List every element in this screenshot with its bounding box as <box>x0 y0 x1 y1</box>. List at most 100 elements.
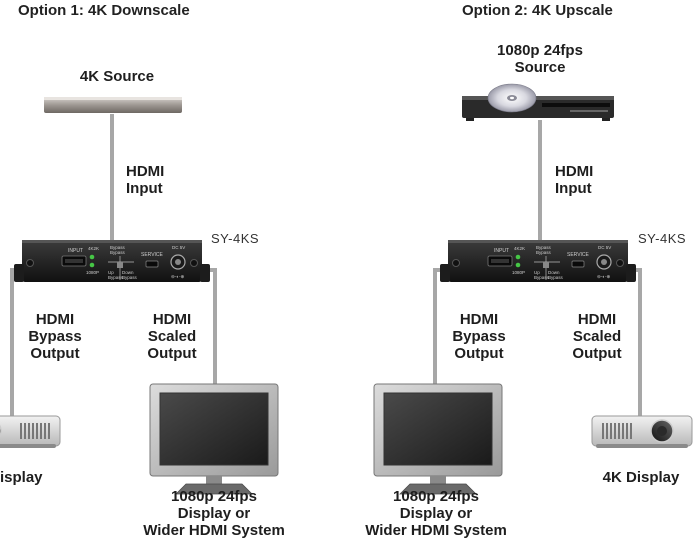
option2-source-label-line2: Source <box>514 59 566 76</box>
option1-bypass-line3: Output <box>30 345 80 362</box>
option2-bypass-line2: Bypass <box>452 328 506 345</box>
option1-scaled-display-line1: 1080p 24fps <box>171 488 257 505</box>
option1-bypass-label: HDMI Bypass Output <box>20 311 90 362</box>
switch-label-down: Down <box>122 270 134 275</box>
hdmi-port-pins <box>491 259 509 263</box>
projector-vent <box>36 423 38 439</box>
tv-neck <box>430 476 446 485</box>
option1-bypass-line1: HDMI <box>35 311 75 328</box>
option2-scaled-line1: HDMI <box>577 311 617 328</box>
projector-vent <box>48 423 50 439</box>
switch-label-down: Down <box>548 270 560 275</box>
option2-bypass-display-line2: Display or <box>399 505 473 522</box>
4k-source-device <box>44 97 182 113</box>
device-foot-left <box>14 264 24 282</box>
projector-base <box>0 444 56 448</box>
device-body <box>22 240 202 282</box>
option2-scaled-display-label: 4K Display <box>602 469 680 486</box>
option1-scaled-line3: Output <box>147 345 197 362</box>
projector-vent <box>610 423 612 439</box>
projector-vent <box>24 423 26 439</box>
switch-label-bypass: Bypass <box>110 245 126 250</box>
tv-display-1 <box>149 383 279 495</box>
option2-scaled-line2: Scaled <box>572 328 622 345</box>
led-label-4k2k: 4K2K <box>88 246 99 251</box>
option2-bypass-display-line3: Wider HDMI System <box>365 522 507 539</box>
option1-source-label: 4K Source <box>79 68 155 85</box>
dc-port-label: DC 5V <box>598 245 611 250</box>
device-top-edge <box>22 240 202 243</box>
option1-input-label-line2: Input <box>126 180 163 197</box>
device-foot-right <box>200 264 210 282</box>
projector-vent <box>622 423 624 439</box>
input-port-label: INPUT <box>68 248 83 254</box>
device-foot-left <box>440 264 450 282</box>
projector-shape <box>591 415 693 448</box>
projector-vent <box>40 423 42 439</box>
option1-scaled-label: HDMI Scaled Output <box>137 311 207 362</box>
switch-label-bypass2: Bypass <box>536 250 552 255</box>
option2-input-label-line1: HDMI <box>555 163 594 180</box>
projector-vent <box>614 423 616 439</box>
tv-screen <box>159 392 269 466</box>
led-4k2k-icon <box>89 254 95 260</box>
led-label-4k2k: 4K2K <box>514 246 525 251</box>
option2-scaled-label: HDMI Scaled Output <box>562 311 632 362</box>
option2-source-label-line1: 1080p 24fps <box>497 42 583 59</box>
service-port-label: SERVICE <box>141 252 164 258</box>
device-foot-right <box>626 264 636 282</box>
bluray-player-icon <box>462 83 614 121</box>
projector-vent <box>28 423 30 439</box>
projector-1 <box>0 415 61 448</box>
led-1080p-icon <box>515 262 521 268</box>
option2-bypass-display-line1: 1080p 24fps <box>393 488 479 505</box>
option1-title: Option 1: 4K Downscale <box>18 2 190 19</box>
projector-vent <box>626 423 628 439</box>
dc-polarity-icon: ⊖-◐-⊕ <box>171 274 184 279</box>
option2-bypass-line1: HDMI <box>459 311 499 328</box>
switch-label-up2: Bypass <box>108 275 124 280</box>
option1-scaled-display-label: 1080p 24fps Display or Wider HDMI System <box>124 488 304 539</box>
option1-bypass-display-label: isplay <box>0 469 43 486</box>
projector-2 <box>591 415 693 448</box>
option2-device-model: SY-4KS <box>638 231 687 246</box>
option1-device-model: SY-4KS <box>211 231 260 246</box>
option1-input-label-line1: HDMI <box>126 163 165 180</box>
switch-label-down2: Bypass <box>122 275 138 280</box>
option2-bypass-line3: Output <box>454 345 504 362</box>
screw-icon <box>190 259 198 267</box>
input-port-label: INPUT <box>494 248 509 254</box>
switch-label-down2: Bypass <box>548 275 564 280</box>
screw-icon <box>452 259 460 267</box>
screw-icon <box>26 259 34 267</box>
switch-label-up2: Bypass <box>534 275 550 280</box>
projector-vent <box>32 423 34 439</box>
toggle-switch-icon <box>543 262 549 268</box>
tv-neck <box>206 476 222 485</box>
dc-jack-pin <box>175 259 181 265</box>
projector-vent <box>618 423 620 439</box>
device-body <box>448 240 628 282</box>
option2-bypass-label: HDMI Bypass Output <box>444 311 514 362</box>
switch-label-up: Up <box>108 270 114 275</box>
projector-vent <box>44 423 46 439</box>
option1-scaled-line1: HDMI <box>152 311 192 328</box>
tv-display-2 <box>373 383 503 495</box>
screw-icon <box>616 259 624 267</box>
led-1080p-icon <box>89 262 95 268</box>
switch-label-bypass2: Bypass <box>110 250 126 255</box>
option1-input-label: HDMI Input <box>126 163 172 197</box>
led-4k2k-icon <box>515 254 521 260</box>
dc-port-label: DC 5V <box>172 245 185 250</box>
device-top-edge <box>448 240 628 243</box>
switch-label-bypass: Bypass <box>536 245 552 250</box>
option2-title: Option 2: 4K Upscale <box>462 2 613 19</box>
option1-scaled-display-line2: Display or <box>177 505 251 522</box>
option2-source-label: 1080p 24fps Source <box>470 42 610 76</box>
hdmi-port-pins <box>65 259 83 263</box>
projector-vent <box>20 423 22 439</box>
tv-stand <box>175 483 253 495</box>
option2-scaled-line3: Output <box>572 345 622 362</box>
